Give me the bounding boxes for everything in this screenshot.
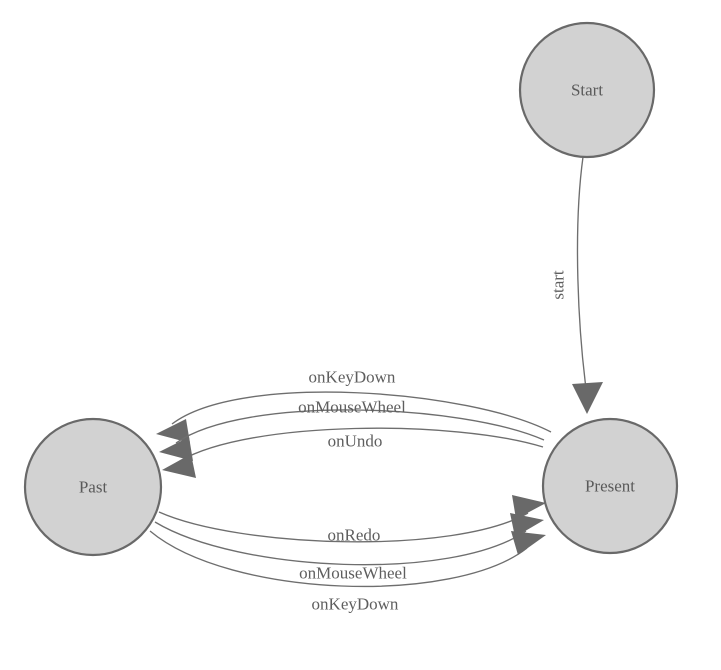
edge-label-present-past-undo: onUndo (328, 432, 383, 451)
state-node-start[interactable]: Start (518, 21, 656, 159)
state-node-past[interactable]: Past (23, 417, 163, 557)
arrowhead-past-present-redo (512, 495, 546, 519)
state-circle-present (541, 417, 679, 555)
edge-past-to-present-onredo[interactable]: onRedo (158, 495, 546, 545)
edge-present-to-past-onundo[interactable]: onUndo (162, 427, 544, 478)
edge-present-to-past-onkeydown[interactable]: onKeyDown (156, 368, 552, 444)
edge-path-present-past-undo (179, 427, 544, 462)
edge-path-present-past-keydown (171, 391, 552, 433)
state-label-start: Start (571, 81, 603, 100)
edge-label-present-past-keydown: onKeyDown (309, 368, 396, 387)
arrowhead-present-past-undo (162, 454, 196, 478)
edge-past-to-present-onkeydown[interactable]: onKeyDown (149, 530, 546, 614)
edge-start-to-present[interactable]: start (549, 156, 604, 414)
edge-path-present-past-wheel (175, 409, 545, 444)
state-label-past: Past (79, 478, 108, 497)
state-node-present[interactable]: Present (541, 417, 679, 555)
arrowhead-past-present-wheel (510, 513, 544, 537)
state-circle-past (23, 417, 163, 557)
arrowhead-past-present-keydown (511, 531, 546, 555)
edge-path-past-present-keydown (149, 530, 528, 588)
edge-present-to-past-onmousewheel[interactable]: onMouseWheel (159, 398, 545, 462)
edge-label-present-past-wheel: onMouseWheel (298, 398, 406, 417)
arrowhead-start-present (572, 382, 603, 414)
arrowhead-present-past-wheel (159, 437, 193, 461)
edge-path-start-present (576, 156, 588, 397)
state-label-present: Present (585, 477, 635, 496)
arrowhead-present-past-keydown (156, 419, 190, 443)
edge-label-start: start (549, 270, 568, 300)
edge-path-past-present-redo (158, 511, 529, 543)
edge-path-past-present-wheel (154, 521, 527, 566)
edge-label-past-present-keydown: onKeyDown (312, 595, 399, 614)
state-circle-start (518, 21, 656, 159)
edge-label-past-present-redo: onRedo (328, 526, 381, 545)
edge-past-to-present-onmousewheel[interactable]: onMouseWheel (154, 513, 544, 583)
edge-label-past-present-wheel: onMouseWheel (299, 564, 407, 583)
